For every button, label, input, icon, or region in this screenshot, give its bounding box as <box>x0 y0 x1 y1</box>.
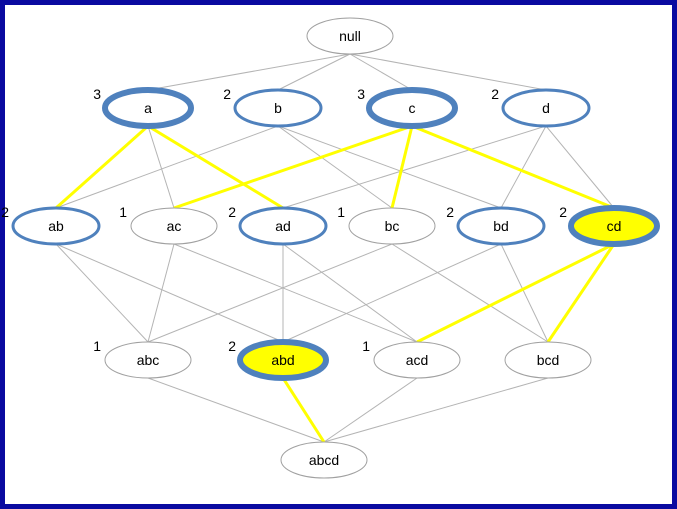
node-ab: ab 2 <box>1 204 101 246</box>
node-abd-count: 2 <box>228 338 236 354</box>
node-bd-count: 2 <box>446 204 454 220</box>
highlight-edge-abd-abcd <box>281 377 326 443</box>
node-b-ellipse <box>233 88 323 128</box>
edge-ac-acd <box>173 243 418 343</box>
edge-b-bd <box>277 125 502 209</box>
edge-bd-abd <box>282 243 502 343</box>
node-b-count: 2 <box>223 86 231 102</box>
node-abd: abd 2 <box>228 338 329 381</box>
edge-null-a <box>147 53 351 91</box>
edge-ab-abd <box>55 243 284 343</box>
node-null-label: null <box>339 28 361 44</box>
node-acd-ellipse <box>373 341 461 379</box>
node-abc-ellipse <box>104 341 192 379</box>
highlight-edge-c-bc <box>390 125 414 209</box>
edge-d-cd <box>545 125 615 209</box>
highlight-edge-cd-acd <box>416 242 615 344</box>
edge-bc-bcd <box>391 243 549 343</box>
node-a: a3 <box>93 86 194 129</box>
edge-ac-abc <box>147 243 175 343</box>
node-ac-ellipse <box>130 207 218 245</box>
node-null: null <box>306 17 394 55</box>
node-abc: abc 1 <box>93 338 192 379</box>
node-ad-ellipse <box>238 206 328 246</box>
edge-null-c <box>349 53 413 91</box>
node-c-ellipse <box>366 87 458 129</box>
node-bd-label: bd <box>493 218 509 234</box>
node-c: c3 <box>357 86 458 129</box>
node-acd-label: acd <box>406 352 429 368</box>
edge-bc-abc <box>147 243 393 343</box>
node-bcd-label: bcd <box>537 352 560 368</box>
node-bc: bc 1 <box>337 204 436 245</box>
edge-bcd-abcd <box>323 377 549 443</box>
node-abcd: abcd <box>280 441 368 479</box>
highlight-edge-a-ad <box>147 124 284 210</box>
node-d-label: d <box>542 100 550 116</box>
node-cd-ellipse <box>568 205 660 247</box>
node-a-count: 3 <box>93 86 101 102</box>
node-abd-ellipse <box>237 339 329 381</box>
node-bcd-ellipse <box>504 341 592 379</box>
node-bc-ellipse <box>348 207 436 245</box>
edge-bd-bcd <box>500 243 549 343</box>
node-c-label: c <box>409 100 416 116</box>
edge-acd-abcd <box>323 377 418 443</box>
node-bc-count: 1 <box>337 204 345 220</box>
edge-a-ac <box>147 125 175 209</box>
edge-abc-abcd <box>147 377 325 443</box>
edge-ab-abc <box>55 243 149 343</box>
node-abcd-label: abcd <box>309 452 339 468</box>
node-ab-count: 2 <box>1 204 9 220</box>
node-abd-label: abd <box>271 352 294 368</box>
highlight-edge-a-ab <box>55 124 149 210</box>
node-ab-label: ab <box>48 218 64 234</box>
node-ad-label: ad <box>275 218 291 234</box>
node-abc-label: abc <box>137 352 160 368</box>
node-bd-ellipse <box>456 206 546 246</box>
edge-b-ab <box>55 125 279 209</box>
node-b-label: b <box>274 100 282 116</box>
node-cd-label: cd <box>607 218 622 234</box>
node-ab-ellipse <box>11 206 101 246</box>
edge-b-bc <box>277 125 393 209</box>
node-a-ellipse <box>102 87 194 129</box>
node-a-label: a <box>144 100 152 116</box>
edge-ad-acd <box>282 243 418 343</box>
highlighted-edges <box>55 124 616 443</box>
node-cd-count: 2 <box>559 204 567 220</box>
node-acd: acd 1 <box>362 338 461 379</box>
node-ad-count: 2 <box>228 204 236 220</box>
highlight-edge-cd-bcd <box>546 243 616 343</box>
node-abcd-ellipse <box>280 441 368 479</box>
highlight-edge-c-cd <box>411 124 615 210</box>
highlight-edge-c-ac <box>173 124 413 210</box>
node-bd: bd 2 <box>446 204 546 246</box>
edge-null-b <box>277 53 351 91</box>
node-bcd: bcd <box>504 341 592 379</box>
node-cd: cd 2 <box>559 204 660 247</box>
edge-null-d <box>349 53 547 91</box>
edge-d-ad <box>282 125 547 209</box>
node-null-ellipse <box>306 17 394 55</box>
lattice-nodes: nulla3b2c3d2ab2ac1ad2bc1bd2cd2abc1abd2ac… <box>1 17 660 479</box>
node-ad: ad 2 <box>228 204 328 246</box>
node-abc-count: 1 <box>93 338 101 354</box>
node-d: d2 <box>491 86 591 128</box>
node-b: b2 <box>223 86 323 128</box>
node-ac-label: ac <box>167 218 182 234</box>
node-ac-count: 1 <box>119 204 127 220</box>
node-ac: ac 1 <box>119 204 218 245</box>
node-d-count: 2 <box>491 86 499 102</box>
edge-d-bd <box>500 125 547 209</box>
node-bc-label: bc <box>385 218 400 234</box>
node-acd-count: 1 <box>362 338 370 354</box>
node-c-count: 3 <box>357 86 365 102</box>
node-d-ellipse <box>501 88 591 128</box>
